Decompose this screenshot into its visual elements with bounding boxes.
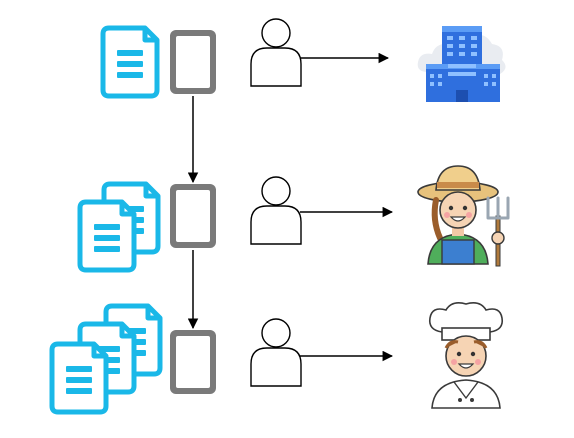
chef-icon <box>428 302 504 409</box>
document-icon <box>103 28 157 96</box>
office-building-icon <box>417 26 506 102</box>
phone-icon <box>170 30 216 94</box>
row-3 <box>52 302 504 412</box>
row-1 <box>103 18 506 102</box>
person-outline-icon <box>250 318 302 387</box>
person-outline-icon <box>250 18 302 87</box>
farmer-icon <box>417 165 510 267</box>
phone-icon <box>170 184 216 248</box>
row-2 <box>80 165 510 270</box>
documents-stack-icon <box>52 306 160 412</box>
phone-icon <box>170 330 216 394</box>
documents-stack-icon <box>80 184 158 270</box>
person-outline-icon <box>250 176 302 245</box>
